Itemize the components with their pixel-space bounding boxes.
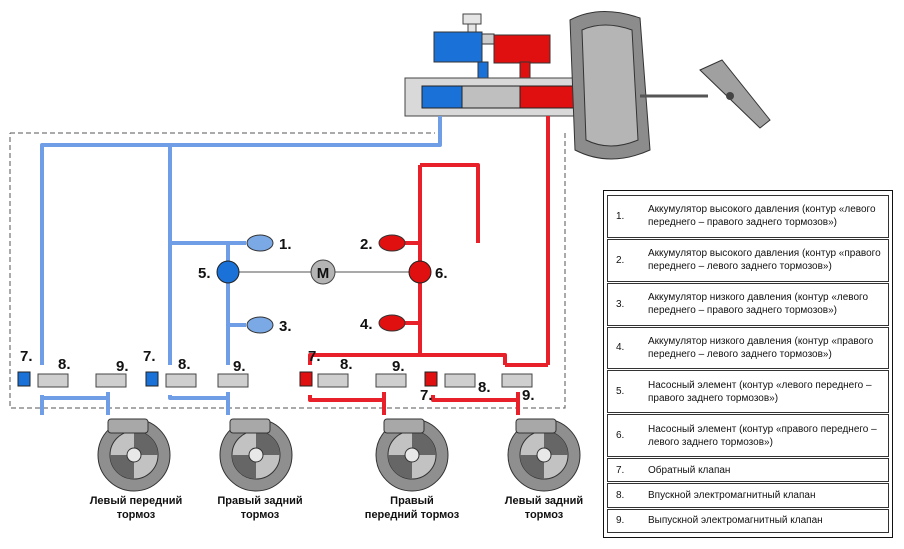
legend-number: 5. <box>607 370 645 414</box>
legend-row: 9.Выпускной электромагнитный клапан <box>607 508 889 533</box>
accumulator-4 <box>378 314 406 332</box>
label-2: 2. <box>360 236 373 253</box>
brake-disc-right-rear <box>219 418 293 492</box>
valve-group-right-front: 7. 8. 9. <box>299 348 407 388</box>
label-9: 9. <box>233 358 246 375</box>
wheel-label-line2: передний тормоз <box>364 509 460 521</box>
legend-number: 6. <box>607 414 645 458</box>
legend-row: 3.Аккумулятор низкого давления (контур «… <box>607 282 889 326</box>
label-7: 7. <box>20 348 33 365</box>
label-7: 7. <box>143 348 156 365</box>
master-cylinder-booster <box>404 10 771 160</box>
check-valve <box>424 371 438 387</box>
legend-number: 1. <box>607 195 645 238</box>
legend-text: Насосный элемент (контур «левого передне… <box>645 370 889 414</box>
inlet-valve <box>37 373 69 388</box>
label-7: 7. <box>308 348 321 365</box>
wheel-label-line1: Левый задний <box>504 495 584 507</box>
valve-group-left-rear: 7. 8. 9. <box>420 371 535 404</box>
label-9: 9. <box>116 358 129 375</box>
wheel-label-line1: Левый передний <box>89 495 183 507</box>
legend-text: Выпускной электромагнитный клапан <box>645 508 889 533</box>
legend-text: Аккумулятор высокого давления (контур «п… <box>645 238 889 282</box>
label-3: 3. <box>279 318 292 335</box>
pump-motor <box>310 259 336 285</box>
legend-text: Обратный клапан <box>645 458 889 483</box>
legend-table: 1.Аккумулятор высокого давления (контур … <box>603 190 893 538</box>
accumulator-2 <box>378 234 406 252</box>
label-8: 8. <box>178 356 191 373</box>
brake-disc-left-front <box>97 418 171 492</box>
check-valve <box>299 371 313 387</box>
wheel-label-left-front: Левый передний тормоз <box>66 494 206 522</box>
outlet-valve <box>375 373 407 388</box>
brake-disc-right-front <box>375 418 449 492</box>
legend-number: 4. <box>607 326 645 370</box>
legend-row: 2.Аккумулятор высокого давления (контур … <box>607 238 889 282</box>
check-valve <box>17 371 31 387</box>
wheel-label-right-front: Правый передний тормоз <box>342 494 482 522</box>
label-8: 8. <box>58 356 71 373</box>
legend-row: 1.Аккумулятор высокого давления (контур … <box>607 195 889 238</box>
legend-number: 2. <box>607 238 645 282</box>
label-8: 8. <box>478 379 491 396</box>
legend-text: Впускной электромагнитный клапан <box>645 483 889 508</box>
outlet-valve <box>95 373 127 388</box>
wheel-label-line1: Правый <box>390 495 434 507</box>
accumulator-1 <box>246 234 274 252</box>
label-7: 7. <box>420 387 433 404</box>
pump-element-6 <box>408 260 432 284</box>
red-circuit-lines <box>308 116 550 415</box>
label-4: 4. <box>360 316 373 333</box>
legend-text: Насосный элемент (контур «правого передн… <box>645 414 889 458</box>
inlet-valve <box>165 373 197 388</box>
label-9: 9. <box>392 358 405 375</box>
pump-element-5 <box>216 260 240 284</box>
outlet-valve <box>501 373 533 388</box>
accumulator-3 <box>246 316 274 334</box>
legend-row: 8.Впускной электромагнитный клапан <box>607 483 889 508</box>
wheel-label-line1: Правый задний <box>217 495 303 507</box>
legend-number: 7. <box>607 458 645 483</box>
label-8: 8. <box>340 356 353 373</box>
valve-group-right-rear: 7. 8. 9. <box>143 348 249 388</box>
legend-row: 4.Аккумулятор низкого давления (контур «… <box>607 326 889 370</box>
valve-group-left-front: 7. 8. 9. <box>17 348 129 388</box>
wheel-label-line2: тормоз <box>116 509 156 521</box>
wheel-label-line2: тормоз <box>524 509 564 521</box>
inlet-valve <box>444 373 476 388</box>
label-5: 5. <box>198 265 211 282</box>
wheel-label-right-rear: Правый задний тормоз <box>190 494 330 522</box>
legend-text: Аккумулятор низкого давления (контур «ле… <box>645 282 889 326</box>
legend-text: Аккумулятор высокого давления (контур «л… <box>645 195 889 238</box>
brake-disc-left-rear <box>507 418 581 492</box>
label-1: 1. <box>279 236 292 253</box>
label-9: 9. <box>522 387 535 404</box>
legend-row: 7.Обратный клапан <box>607 458 889 483</box>
legend-number: 8. <box>607 483 645 508</box>
inlet-valve <box>317 373 349 388</box>
legend-row: 6.Насосный элемент (контур «правого пере… <box>607 414 889 458</box>
label-6: 6. <box>435 265 448 282</box>
blue-circuit-lines <box>40 116 442 415</box>
legend-row: 5.Насосный элемент (контур «левого перед… <box>607 370 889 414</box>
legend-number: 3. <box>607 282 645 326</box>
outlet-valve <box>217 373 249 388</box>
legend-text: Аккумулятор низкого давления (контур «пр… <box>645 326 889 370</box>
pump-motor-label: M <box>317 265 330 282</box>
wheel-label-left-rear: Левый задний тормоз <box>474 494 614 522</box>
check-valve <box>145 371 159 387</box>
legend-number: 9. <box>607 508 645 533</box>
wheel-label-line2: тормоз <box>240 509 280 521</box>
hydraulic-unit-boundary <box>9 132 566 409</box>
